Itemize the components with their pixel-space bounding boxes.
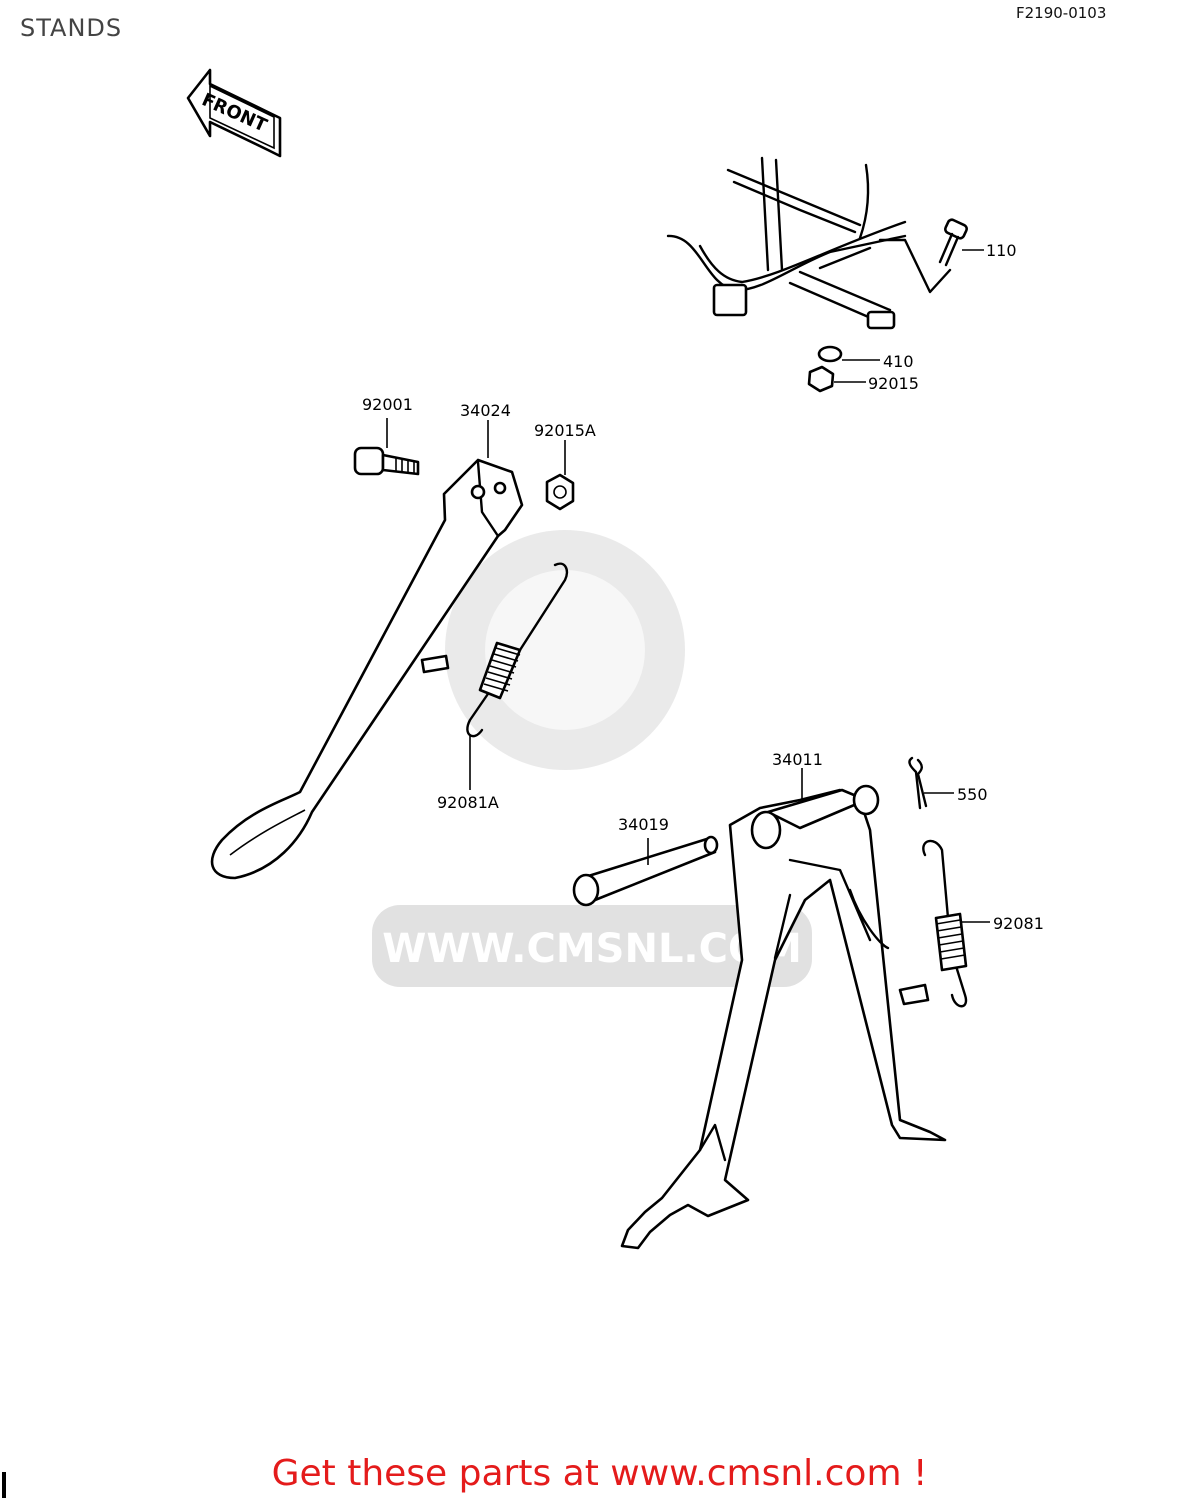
bolt-92001 xyxy=(353,446,420,476)
frame-section xyxy=(666,156,952,330)
front-arrow-icon: FRONT xyxy=(186,68,282,158)
label-92001: 92001 xyxy=(362,395,413,414)
washer-410 xyxy=(817,345,843,363)
label-110: 110 xyxy=(986,241,1017,260)
nut-92015A xyxy=(545,473,575,511)
diagram-reference-code: F2190-0103 xyxy=(1016,4,1107,22)
spring-92081 xyxy=(922,839,968,1008)
label-92081: 92081 xyxy=(993,914,1044,933)
label-410: 410 xyxy=(883,352,914,371)
label-550: 550 xyxy=(957,785,988,804)
side-stand-34024 xyxy=(210,458,524,880)
footer-link-text[interactable]: Get these parts at www.cmsnl.com ! xyxy=(271,1453,928,1494)
label-34019: 34019 xyxy=(618,815,669,834)
label-92015: 92015 xyxy=(868,374,919,393)
nut-92015 xyxy=(807,365,835,393)
spring-92081A xyxy=(466,562,569,738)
watermark-logo: WWW.CMSNL.COM xyxy=(372,530,812,987)
cotter-pin-550 xyxy=(908,756,928,810)
center-stand-34011 xyxy=(620,784,947,1250)
watermark-text: WWW.CMSNL.COM xyxy=(382,926,802,972)
bolt-110 xyxy=(938,218,969,267)
label-92081A: 92081A xyxy=(437,793,499,812)
pin-34019 xyxy=(572,835,719,907)
label-92015A: 92015A xyxy=(534,421,596,440)
label-34024: 34024 xyxy=(460,401,511,420)
edge-mark xyxy=(2,1472,6,1498)
page-title: STANDS xyxy=(20,14,123,42)
label-34011: 34011 xyxy=(772,750,823,769)
